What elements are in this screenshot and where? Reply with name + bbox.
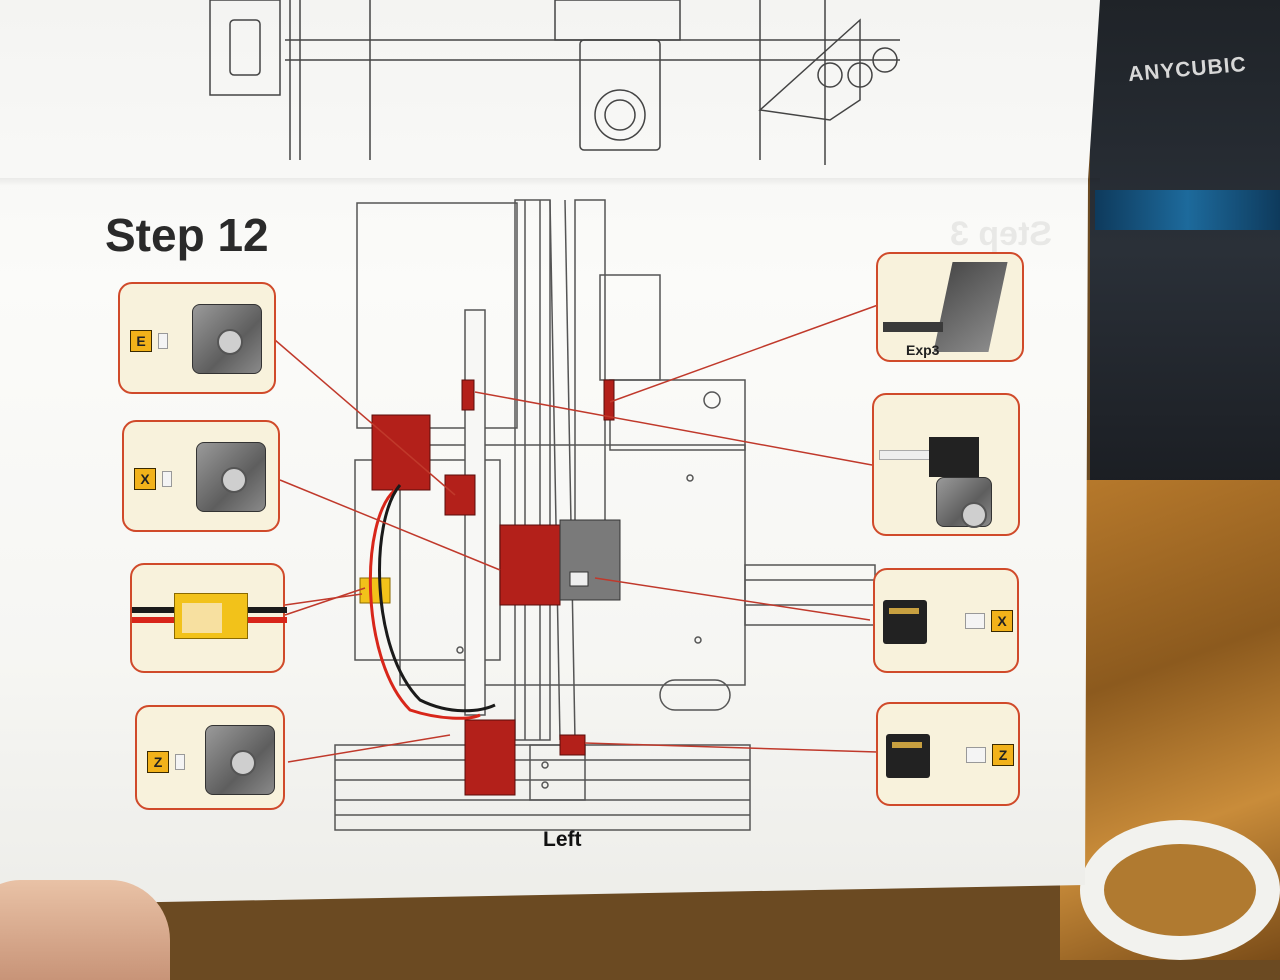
stepper-motor-icon xyxy=(205,725,275,795)
xt60-plug-body-icon xyxy=(182,603,222,633)
exp3-caption: Exp3 xyxy=(906,342,940,358)
panel-z-motor: Z xyxy=(135,705,285,810)
endstop-board-icon xyxy=(883,600,927,644)
panel-tag-x-endstop: X xyxy=(991,610,1013,632)
stepper-motor-icon xyxy=(936,477,992,528)
ribbon-cable-icon xyxy=(883,322,943,332)
panel-x-motor: X xyxy=(122,420,280,532)
printer-blue-trim xyxy=(1095,190,1280,230)
connector-icon xyxy=(162,471,172,487)
thumb xyxy=(0,880,170,980)
grey-motor-block xyxy=(559,519,621,601)
printer-frame-drawing xyxy=(334,199,876,831)
leader-lines xyxy=(274,304,879,763)
stepper-motor-icon xyxy=(196,442,266,512)
assembly-diagram xyxy=(209,0,900,831)
panel-tag-e: E xyxy=(130,330,152,352)
display-module-icon xyxy=(933,262,1008,352)
printer-background xyxy=(1090,0,1280,500)
filament-tube-icon xyxy=(879,450,936,460)
paper-fold xyxy=(0,178,1100,186)
step-title: Step 12 xyxy=(105,209,269,261)
red-motor-parts xyxy=(371,379,615,796)
panel-x-endstop: X xyxy=(873,568,1019,673)
previous-step-diagram xyxy=(209,0,900,165)
connector-icon xyxy=(158,333,168,349)
panel-xt60-connector xyxy=(130,563,287,673)
panel-hotend xyxy=(872,393,1020,536)
panel-tag-z: Z xyxy=(147,751,169,773)
connector-icon xyxy=(966,747,986,763)
panel-z-endstop: Z xyxy=(876,702,1020,806)
stepper-motor-icon xyxy=(192,304,262,374)
connector-icon xyxy=(965,613,985,629)
yellow-connector-drawing xyxy=(359,577,391,604)
panel-exp3-cable: Exp3 xyxy=(876,252,1024,362)
hotend-board-icon xyxy=(929,437,979,477)
view-label: Left xyxy=(543,828,582,851)
panel-extruder-motor: E xyxy=(118,282,276,394)
panel-tag-x: X xyxy=(134,468,156,490)
ghost-step-text: Step 3 xyxy=(950,215,1053,253)
panel-tag-z-endstop: Z xyxy=(992,744,1014,766)
endstop-board-icon xyxy=(886,734,930,778)
connector-icon xyxy=(175,754,185,770)
